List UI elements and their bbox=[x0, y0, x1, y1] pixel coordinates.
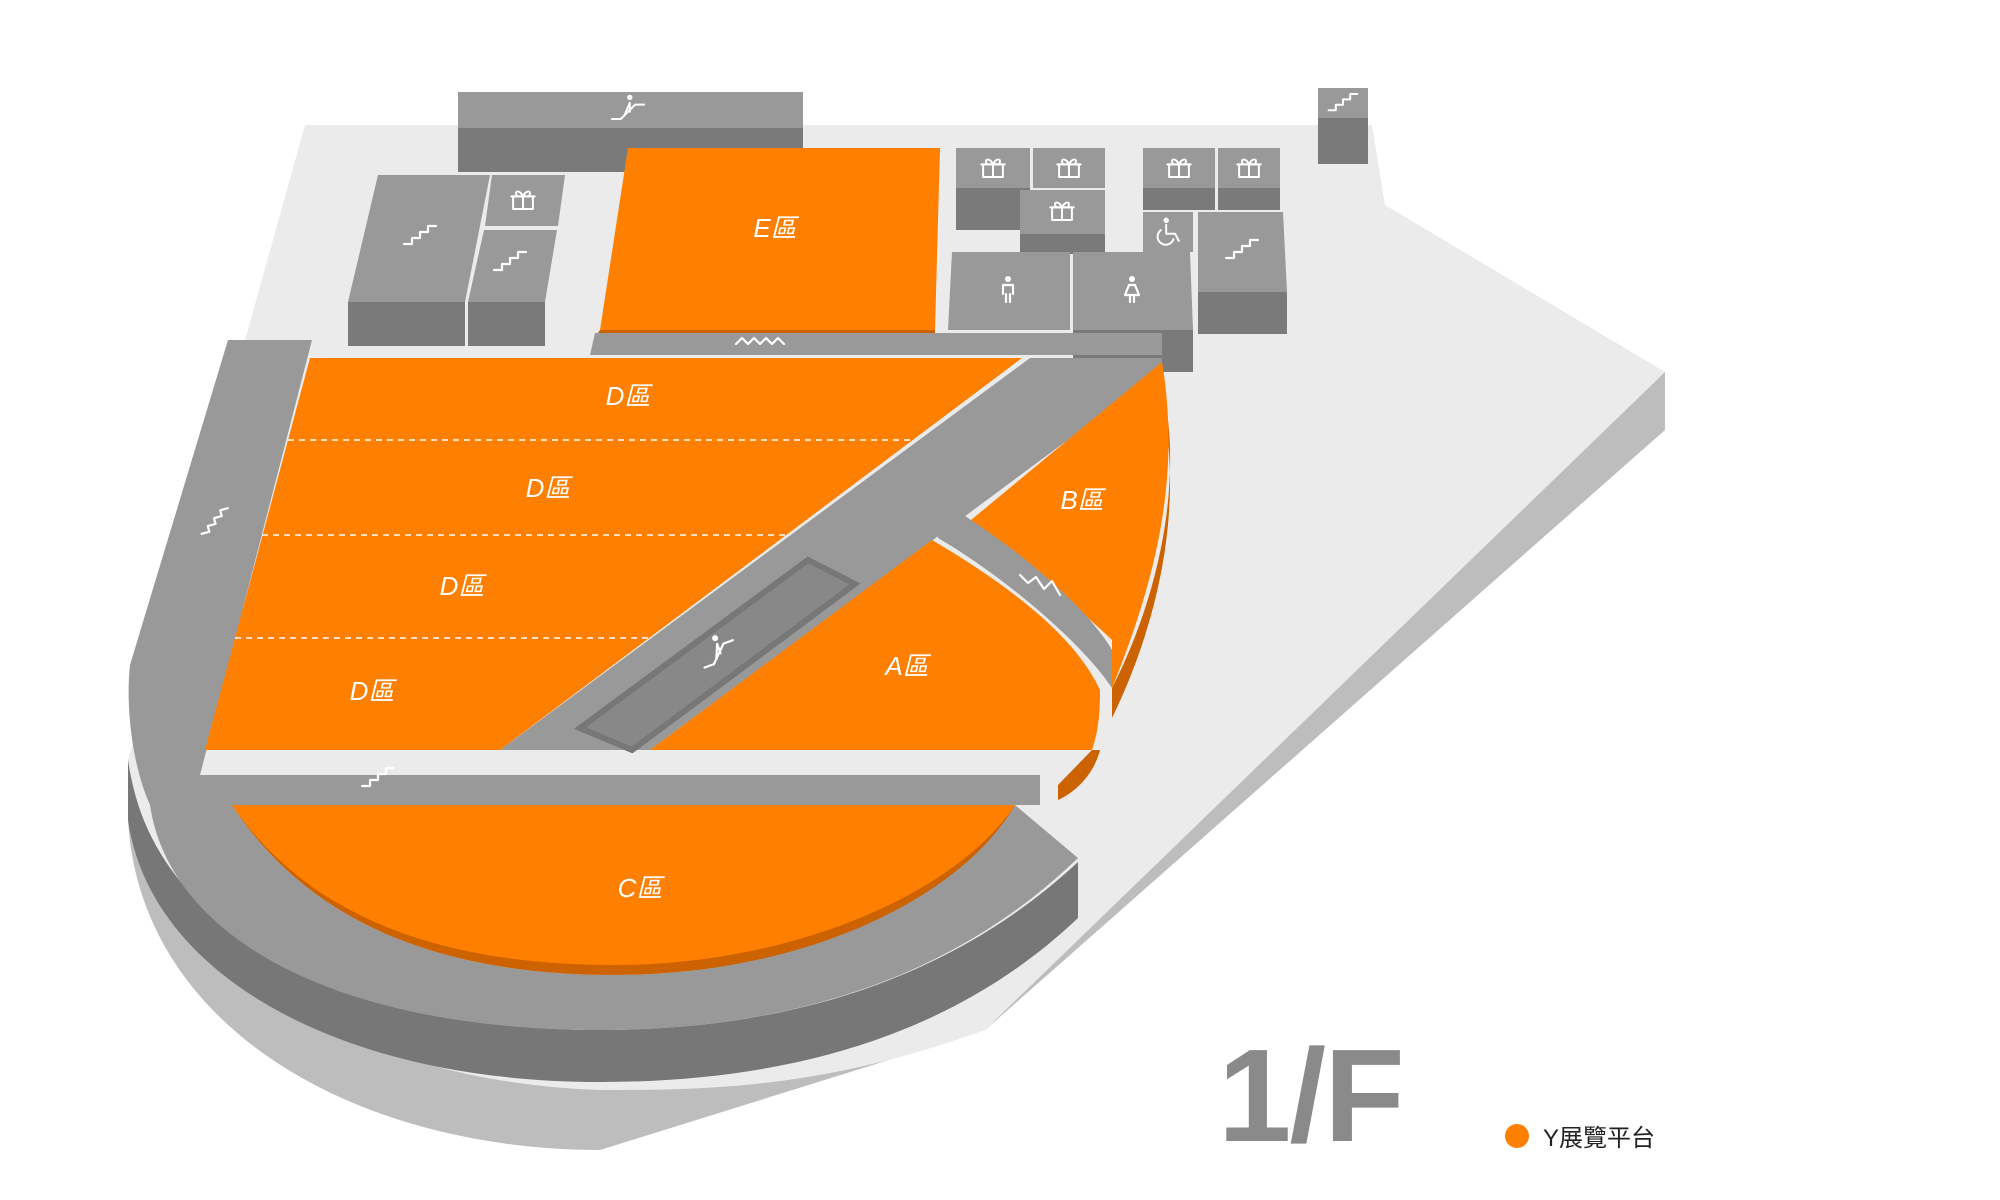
floor-level-label: 1/F bbox=[1218, 1022, 1405, 1169]
legend-label: Y展覽平台 bbox=[1543, 1125, 1656, 1152]
escalator-block-north bbox=[458, 92, 803, 172]
ramp-icon bbox=[1018, 573, 1062, 597]
corridor-b-a-divider bbox=[938, 514, 1112, 688]
corridor-ring bbox=[128, 760, 1078, 1082]
stairs-block-northeast bbox=[1318, 88, 1368, 164]
corridor-north bbox=[590, 333, 1162, 355]
zone-label-d-3: D區 bbox=[440, 571, 488, 601]
zone-label-d-1: D區 bbox=[606, 381, 654, 411]
zone-a[interactable]: A區 bbox=[650, 540, 1100, 800]
zone-label-d-2: D區 bbox=[526, 473, 574, 503]
zone-c[interactable]: C區 bbox=[232, 805, 1015, 975]
zone-label-b: B區 bbox=[1060, 485, 1106, 515]
zone-label-c: C區 bbox=[618, 873, 666, 903]
zone-e[interactable]: E區 bbox=[596, 148, 940, 336]
zone-d[interactable]: D區 D區 D區 D區 bbox=[205, 358, 1022, 750]
zone-b[interactable]: B區 bbox=[965, 362, 1171, 718]
legend: Y展覽平台 bbox=[1505, 1118, 1655, 1153]
ramp-icon bbox=[734, 336, 786, 346]
legend-swatch bbox=[1505, 1123, 1529, 1148]
zone-label-a: A區 bbox=[883, 651, 931, 681]
zone-label-e: E區 bbox=[753, 213, 799, 243]
zone-label-d-4: D區 bbox=[350, 676, 398, 706]
facilities-northwest bbox=[348, 175, 565, 346]
corridor-west bbox=[128, 340, 1040, 805]
corridor-diagonal bbox=[500, 358, 1162, 754]
